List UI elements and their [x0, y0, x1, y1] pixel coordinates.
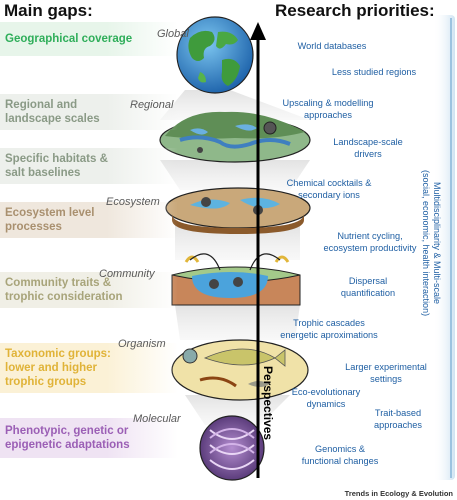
multidisciplinarity-label: Multidisciplinarity & Multi-scale (socia… [421, 170, 442, 317]
regional-landscape-icon [159, 111, 311, 163]
axis-arrowhead-icon [250, 22, 266, 40]
priority-item: Larger experimental settings [345, 362, 427, 384]
community-pond-icon [171, 253, 301, 306]
gap-row-0: Geographical coverage [0, 22, 178, 56]
priority-item: Trait-based approaches [373, 408, 422, 430]
priority-item: Trophic cascades energetic aproximations [280, 318, 378, 340]
beam-ecosystem-community [175, 225, 300, 260]
beam-organism-molecular [185, 395, 290, 425]
gap-label: Regional and landscape scales [5, 99, 100, 125]
gap-row-1: Regional and landscape scales [0, 94, 178, 130]
scale-organism: Organism [118, 338, 166, 350]
gap-row-5: Taxonomic groups: lower and higher troph… [0, 343, 178, 393]
priority-item: Less studied regions [331, 67, 417, 77]
gap-label: Phenotypic, genetic or epigenetic adapta… [5, 425, 130, 451]
research-priorities-header: Research priorities: [275, 1, 435, 20]
gap-row-3: Ecosystem level processes [0, 202, 178, 238]
priority-item: Nutrient cycling, ecosystem productivity [323, 231, 417, 253]
gap-row-2: Specific habitats & salt baselines [0, 148, 178, 184]
priority-item: Upscaling & modelling approaches [282, 98, 374, 120]
priority-item: Genomics & functional changes [301, 444, 379, 466]
gap-row-6: Phenotypic, genetic or epigenetic adapta… [0, 418, 178, 458]
journal-footer: Trends in Ecology & Evolution [344, 489, 453, 498]
scale-regional: Regional [130, 99, 174, 111]
side-bar [433, 15, 455, 480]
scale-ecosystem: Ecosystem [106, 196, 160, 208]
priority-item: Landscape-scale drivers [333, 137, 403, 159]
ecosystem-pond-icon [165, 187, 311, 234]
scale-global: Global [157, 28, 189, 40]
priority-item: Eco-evolutionary dynamics [291, 387, 361, 409]
main-gaps-header: Main gaps: [4, 1, 93, 20]
gap-label: Taxonomic groups: lower and higher troph… [5, 348, 111, 388]
beam-global-regional [160, 90, 310, 120]
priority-item: Dispersal quantification [340, 276, 396, 298]
gap-label: Geographical coverage [5, 33, 133, 45]
priority-item: World databases [297, 41, 367, 51]
gap-label: Community traits & trophic consideration [5, 277, 123, 303]
gap-row-4: Community traits & trophic consideration [0, 272, 178, 308]
priority-item: Chemical cocktails & secondary ions [286, 178, 372, 200]
beam-regional-ecosystem [160, 160, 310, 190]
scale-molecular: Molecular [133, 413, 181, 425]
molecular-dna-icon [199, 415, 265, 481]
beam-community-organism [175, 305, 300, 340]
scale-community: Community [99, 268, 155, 280]
gap-label: Specific habitats & salt baselines [5, 153, 108, 179]
perspectives-label: Perspectives [261, 366, 275, 441]
gap-label: Ecosystem level processes [5, 207, 95, 233]
